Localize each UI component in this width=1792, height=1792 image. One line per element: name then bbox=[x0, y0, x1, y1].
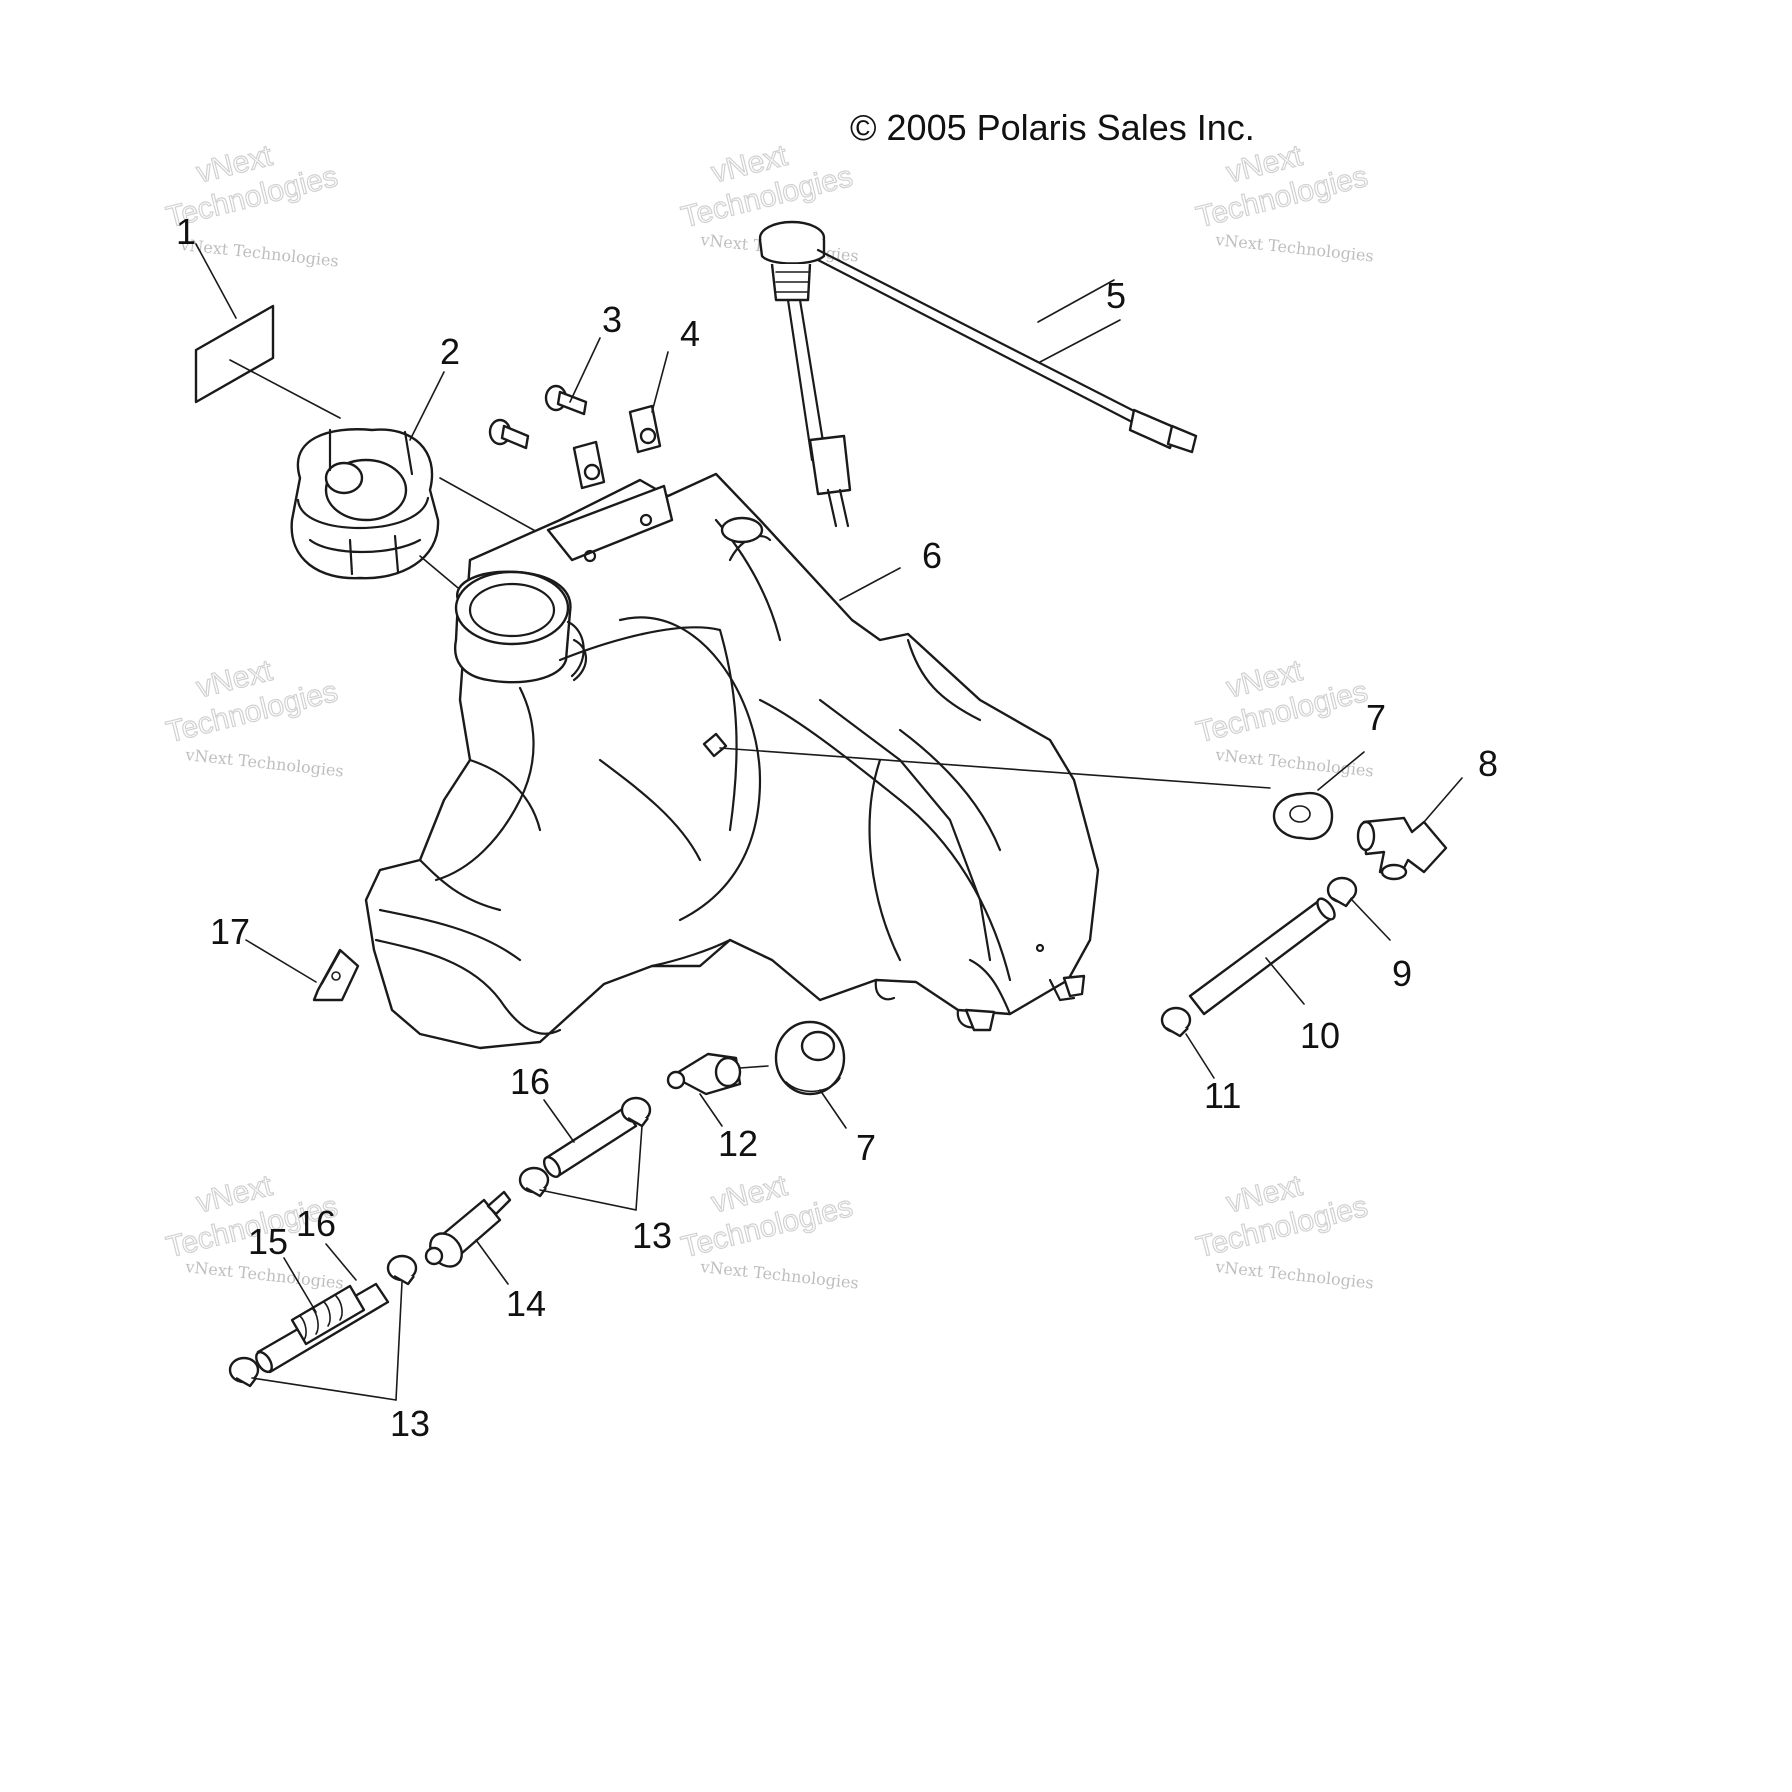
grommet-right-part bbox=[1272, 751, 1365, 841]
svg-text:vNext Technologies: vNext Technologies bbox=[1214, 1257, 1375, 1293]
callout-11: 11 bbox=[1204, 1075, 1241, 1116]
bracket-clip-part bbox=[245, 939, 360, 1002]
callout-4: 4 bbox=[680, 313, 700, 354]
callout-15: 15 bbox=[248, 1221, 288, 1262]
callout-1: 1 bbox=[176, 211, 196, 252]
callout-13-lower: 13 bbox=[390, 1403, 430, 1444]
clamp-13-lower-part bbox=[228, 1254, 418, 1401]
fitting-12-part bbox=[666, 1052, 769, 1127]
hose-16-upper-part bbox=[542, 1099, 638, 1178]
callout-17: 17 bbox=[210, 911, 250, 952]
callout-5: 5 bbox=[1106, 275, 1126, 316]
leader-lines bbox=[195, 243, 1121, 441]
fuel-sender-part bbox=[758, 220, 1198, 528]
callout-labels: 1 2 3 4 5 6 7 7 8 9 10 11 12 13 13 14 15… bbox=[176, 211, 1498, 1444]
svg-text:vNext Technologies: vNext Technologies bbox=[184, 1257, 345, 1293]
hose-10-part bbox=[1188, 897, 1336, 1016]
callout-7-lower: 7 bbox=[856, 1127, 876, 1168]
callout-2: 2 bbox=[440, 331, 460, 372]
callout-16-upper: 16 bbox=[510, 1061, 550, 1102]
copyright-text: © 2005 Polaris Sales Inc. bbox=[850, 107, 1255, 148]
nut-clip-part bbox=[572, 404, 662, 490]
elbow-fitting-part bbox=[1356, 777, 1463, 881]
clamp-9-part bbox=[1326, 876, 1391, 941]
clamp-13-upper-part bbox=[518, 1096, 652, 1211]
rivet-part bbox=[488, 384, 588, 450]
callout-13-upper: 13 bbox=[632, 1215, 672, 1256]
svg-text:vNext Technologies: vNext Technologies bbox=[1214, 230, 1375, 266]
grommet-lower-part bbox=[774, 1020, 847, 1129]
callout-10: 10 bbox=[1300, 1015, 1340, 1056]
decal-part bbox=[194, 304, 341, 419]
svg-text:vNext Technologies: vNext Technologies bbox=[179, 235, 340, 271]
callout-14: 14 bbox=[506, 1283, 546, 1324]
callout-9: 9 bbox=[1392, 953, 1412, 994]
fuel-cap-part bbox=[290, 428, 549, 599]
svg-text:vNext Technologies: vNext Technologies bbox=[699, 1257, 860, 1293]
clamp-11-part bbox=[1160, 1006, 1215, 1079]
callout-8: 8 bbox=[1478, 743, 1498, 784]
svg-text:vNext Technologies: vNext Technologies bbox=[184, 745, 345, 781]
callout-16-lower: 16 bbox=[296, 1203, 336, 1244]
fuel-filter-part bbox=[424, 1190, 512, 1285]
fuel-tank-part bbox=[364, 472, 1271, 1050]
callout-7-right: 7 bbox=[1366, 697, 1386, 738]
callout-6: 6 bbox=[922, 535, 942, 576]
callout-3: 3 bbox=[602, 299, 622, 340]
hose-16-lower-part bbox=[255, 1243, 390, 1374]
callout-12: 12 bbox=[718, 1123, 758, 1164]
